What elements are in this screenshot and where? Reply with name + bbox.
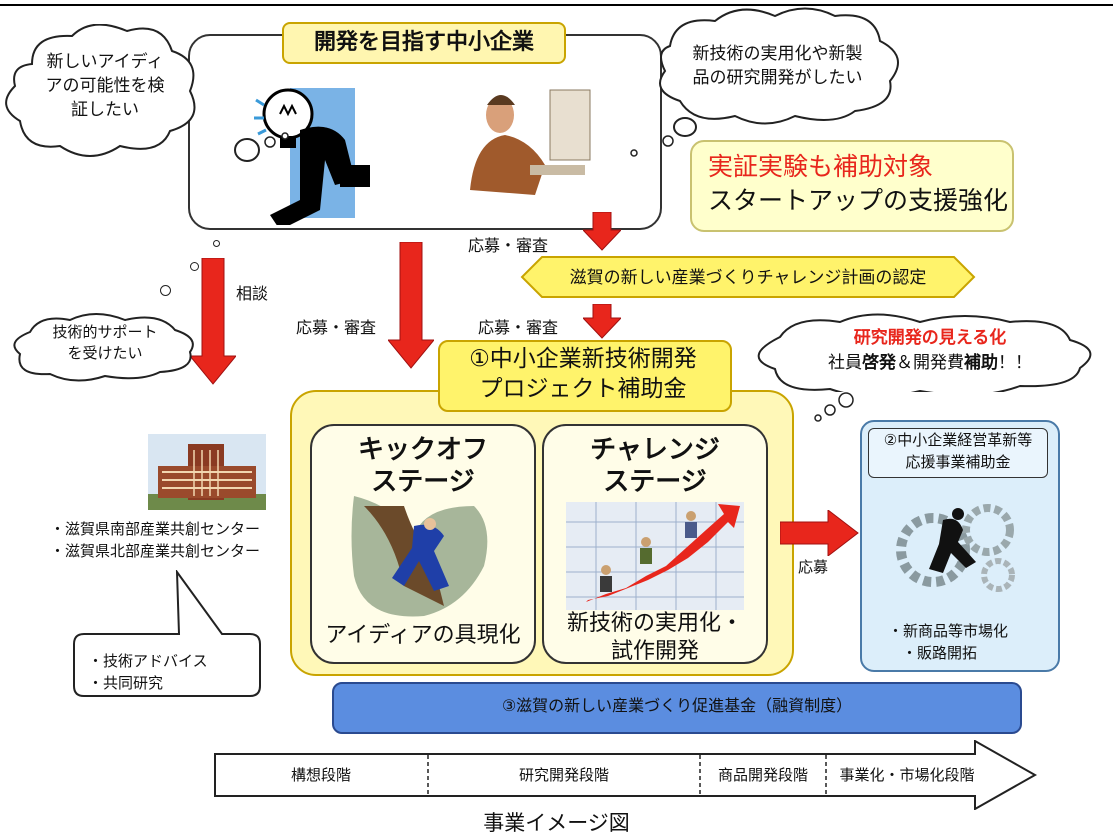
person-at-computer-icon — [470, 89, 591, 195]
dot-2 — [190, 262, 199, 271]
label-apply-review-bottom: 応募・審査 — [478, 318, 559, 337]
timeline-stage-commercial: 事業化・市場化段階 — [839, 766, 975, 784]
label-apply-review-middle: 応募・審査 — [296, 318, 377, 337]
advice-joint: 共同研究 — [88, 672, 208, 694]
timeline-stage-research: 研究開発段階 — [518, 766, 609, 784]
research-title: 研究開発の見える化 — [853, 328, 1007, 348]
top-enterprise-title: 開発を目指す中小企業 — [282, 22, 566, 64]
dot-3 — [160, 285, 171, 296]
gears-runner-icon — [896, 504, 1015, 592]
research-part-enlighten: 啓発 — [862, 353, 896, 373]
challenge-desc: 新技術の実用化・試作開発 — [566, 611, 743, 664]
certification-text: 滋賀の新しい産業づくりチャレンジ計画の認定 — [569, 268, 927, 288]
bubble-tail-research — [814, 392, 854, 422]
research-line2: 社員啓発＆開発費補助！！ — [760, 352, 1100, 374]
timeline-stage-concept: 構想段階 — [290, 766, 351, 784]
subsidy-two-items: 新商品等市場化 販路開拓 — [888, 620, 1008, 664]
diagram-caption: 事業イメージ図 — [483, 811, 630, 835]
challenge-stage: チャレンジステージ 新技術の実用化・試作開発 — [542, 424, 768, 664]
label-consult: 相談 — [236, 284, 269, 303]
arrow-down-review-top — [583, 212, 621, 251]
label-apply-review-top: 応募・審査 — [468, 236, 549, 255]
bubble-support-text: 技術的サポートを受けたい — [52, 323, 158, 362]
advice-tech: 技術アドバイス — [88, 650, 208, 672]
timeline-arrow — [214, 740, 1038, 810]
industry-center-building-icon — [148, 434, 266, 510]
advice-list: 技術アドバイス 共同研究 — [88, 650, 208, 694]
center-south: 滋賀県南部産業共創センター — [50, 518, 260, 540]
arrow-down-consult — [190, 258, 236, 385]
kickoff-desc: アイディアの具現化 — [325, 623, 521, 648]
bubble-tail-right — [630, 117, 697, 157]
thought-bubble-right — [659, 7, 899, 125]
research-part-employee: 社員 — [828, 353, 862, 373]
fund-text: ③滋賀の新しい産業づくり促進基金（融資制度） — [501, 696, 853, 715]
top-rule — [0, 4, 1113, 6]
arrow-down-review-middle — [388, 242, 434, 369]
research-part-cost: ＆開発費 — [896, 353, 964, 373]
main-subsidy-title-box — [438, 340, 732, 412]
bubble-left-text: 新しいアイディアの可能性を検証したい — [45, 52, 165, 120]
bubble-right-text: 新技術の実用化や新製品の研究開発がしたい — [692, 44, 863, 88]
thought-bubble-support — [13, 313, 194, 382]
stairs-growth-icon — [566, 502, 744, 610]
arrow-down-review-bottom — [583, 304, 621, 339]
research-part-subsidy: 補助 — [964, 353, 998, 373]
thought-bubble-research — [757, 313, 1092, 392]
kickoff-title: キックオフステージ — [357, 435, 488, 497]
kickoff-stage: キックオフステージ アイディアの具現化 — [310, 424, 536, 664]
highlight-line1: 実証実験も補助対象 — [708, 152, 934, 181]
main-subsidy-title-line2: プロジェクト補助金 — [479, 376, 687, 402]
subsidy-two-item-sales: 販路開拓 — [888, 642, 1008, 664]
timeline-stage-product: 商品開発段階 — [717, 766, 808, 784]
climber-icon — [351, 496, 488, 617]
research-part-exclaim: ！！ — [998, 353, 1032, 373]
certification-banner — [520, 256, 976, 298]
centers-list: 滋賀県南部産業共創センター 滋賀県北部産業共創センター — [50, 518, 260, 562]
thought-bubble-left — [5, 24, 196, 157]
lightbulb-businessman-icon — [254, 88, 370, 225]
subsidy-two-item-market: 新商品等市場化 — [888, 620, 1008, 642]
center-north: 滋賀県北部産業共創センター — [50, 540, 260, 562]
arrow-right-apply — [780, 510, 859, 556]
highlight-line2: スタートアップの支援強化 — [708, 186, 1009, 215]
fund-bar — [332, 682, 1022, 734]
dot-1 — [213, 240, 220, 247]
bubble-tail-left — [234, 132, 289, 162]
main-subsidy-title-line1: ①中小企業新技術開発 — [469, 346, 697, 372]
challenge-title: チャレンジステージ — [590, 435, 720, 497]
highlight-box — [690, 140, 1014, 232]
subsidy-two-title: ②中小企業経営革新等応援事業補助金 — [868, 428, 1048, 478]
label-apply: 応募 — [798, 558, 829, 576]
